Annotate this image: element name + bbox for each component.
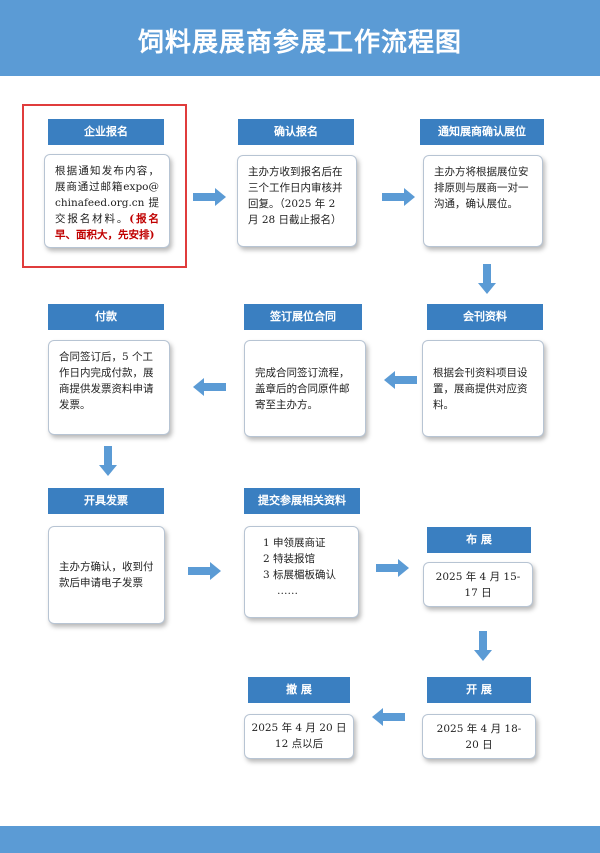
step-dismantle-text-line1: 2025 年 4 月 20 日 bbox=[251, 722, 347, 734]
arrow-right-icon bbox=[382, 188, 415, 206]
step-payment-text: 合同签订后，5 个工作日内完成付款，展商提供发票资料申请发票。 bbox=[59, 351, 154, 411]
step-register-emphasis: (报名早、面积大，先安排) bbox=[55, 213, 160, 241]
step-invoice-label: 开具发票 bbox=[48, 488, 164, 514]
arrow-down-icon bbox=[474, 631, 492, 661]
step-notify-booth-text: 主办方将根据展位安排原则与展商一对一沟通，确认展位。 bbox=[434, 166, 529, 210]
list-item: 3 标展楣板确认 bbox=[263, 569, 337, 581]
step-catalog-box: 根据会刊资料项目设置，展商提供对应资料。 bbox=[422, 340, 544, 437]
step-submit-docs-box: 1 申领展商证 2 特装报馆 3 标展楣板确认 …… bbox=[244, 526, 359, 618]
highlight-frame bbox=[22, 104, 187, 268]
step-register-label: 企业报名 bbox=[48, 119, 164, 145]
step-catalog-label: 会刊资料 bbox=[427, 304, 543, 330]
step-confirm-text: 主办方收到报名后在三个工作日内审核并回复。（2025 年 2 月 28 日截止报… bbox=[248, 166, 343, 226]
step-setup-box: 2025 年 4 月 15-17 日 bbox=[423, 562, 533, 607]
list-item: 2 特装报馆 bbox=[263, 553, 316, 565]
step-catalog-text: 根据会刊资料项目设置，展商提供对应资料。 bbox=[433, 366, 528, 411]
step-contract-label: 签订展位合同 bbox=[244, 304, 362, 330]
step-submit-docs-label: 提交参展相关资料 bbox=[244, 488, 360, 514]
step-dismantle-box: 2025 年 4 月 20 日 12 点以后 bbox=[244, 714, 354, 759]
step-payment-box: 合同签订后，5 个工作日内完成付款，展商提供发票资料申请发票。 bbox=[48, 340, 170, 435]
arrow-right-icon bbox=[188, 562, 221, 580]
list-item: …… bbox=[277, 585, 298, 597]
header-bar: 饲料展展商参展工作流程图 bbox=[0, 0, 600, 76]
step-contract-box: 完成合同签订流程，盖章后的合同原件邮寄至主办方。 bbox=[244, 340, 366, 437]
step-open-label: 开 展 bbox=[427, 677, 531, 703]
step-register-box: 根据通知发布内容，展商通过邮箱expo@chinafeed.org.cn提交报名… bbox=[44, 154, 170, 248]
arrow-down-icon bbox=[478, 264, 496, 294]
arrow-down-icon bbox=[99, 446, 117, 476]
step-dismantle-text-line2: 12 点以后 bbox=[274, 738, 324, 750]
step-notify-booth-label: 通知展商确认展位 bbox=[420, 119, 544, 145]
arrow-left-icon bbox=[372, 708, 405, 726]
step-contract-text: 完成合同签订流程，盖章后的合同原件邮寄至主办方。 bbox=[255, 366, 350, 411]
step-invoice-box: 主办方确认，收到付款后申请电子发票 bbox=[48, 526, 165, 624]
list-item: 1 申领展商证 bbox=[263, 537, 326, 549]
step-register-text: 根据通知发布内容，展商通过邮箱expo@chinafeed.org.cn提交报名… bbox=[55, 165, 159, 225]
step-setup-text: 2025 年 4 月 15-17 日 bbox=[435, 570, 521, 599]
step-notify-booth-box: 主办方将根据展位安排原则与展商一对一沟通，确认展位。 bbox=[423, 155, 543, 247]
page-title: 饲料展展商参展工作流程图 bbox=[137, 28, 462, 58]
step-dismantle-label: 撤 展 bbox=[248, 677, 350, 703]
arrow-left-icon bbox=[384, 371, 417, 389]
arrow-right-icon bbox=[376, 559, 409, 577]
step-payment-label: 付款 bbox=[48, 304, 164, 330]
step-setup-label: 布 展 bbox=[427, 527, 531, 553]
arrow-right-icon bbox=[193, 188, 226, 206]
step-invoice-text: 主办方确认，收到付款后申请电子发票 bbox=[59, 561, 154, 589]
step-open-box: 2025 年 4 月 18-20 日 bbox=[422, 714, 536, 759]
step-confirm-label: 确认报名 bbox=[238, 119, 354, 145]
step-open-text: 2025 年 4 月 18-20 日 bbox=[436, 722, 522, 751]
step-confirm-box: 主办方收到报名后在三个工作日内审核并回复。（2025 年 2 月 28 日截止报… bbox=[237, 155, 357, 247]
footer-bar bbox=[0, 826, 600, 853]
arrow-left-icon bbox=[193, 378, 226, 396]
